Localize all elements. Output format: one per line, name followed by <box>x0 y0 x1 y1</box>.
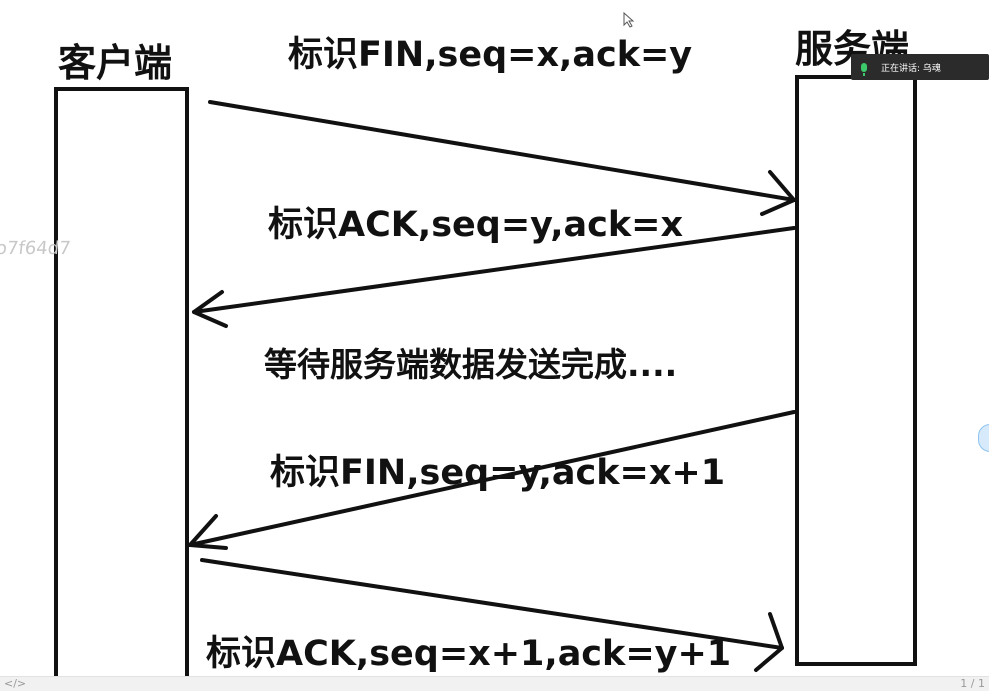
speaking-indicator: 正在讲话: 乌魂 <box>851 54 989 80</box>
arrow-fin-1 <box>208 100 796 216</box>
arrow-fin-2 <box>188 410 796 550</box>
arrow-ack-2 <box>200 558 784 672</box>
bottom-status-bar: </> 1 / 1 <box>0 676 989 691</box>
message-label-1: 标识FIN,seq=x,ack=y <box>288 35 692 75</box>
message-label-4: 标识ACK,seq=x+1,ack=y+1 <box>206 634 731 674</box>
code-icon[interactable]: </> <box>4 677 27 690</box>
client-lifeline-box <box>54 87 189 691</box>
mic-icon <box>861 62 867 76</box>
message-label-3: 标识FIN,seq=y,ack=x+1 <box>270 453 725 493</box>
watermark-text: o7f64d7 <box>0 238 72 259</box>
wait-text: 等待服务端数据发送完成.... <box>264 345 677 384</box>
client-label: 客户端 <box>58 41 172 85</box>
page-indicator: 1 / 1 <box>960 677 985 690</box>
cursor-icon <box>623 12 635 28</box>
arrow-ack-1 <box>192 226 796 328</box>
message-label-2: 标识ACK,seq=y,ack=x <box>268 205 684 245</box>
speaking-text: 正在讲话: 乌魂 <box>881 63 941 74</box>
server-lifeline-box <box>795 75 917 666</box>
